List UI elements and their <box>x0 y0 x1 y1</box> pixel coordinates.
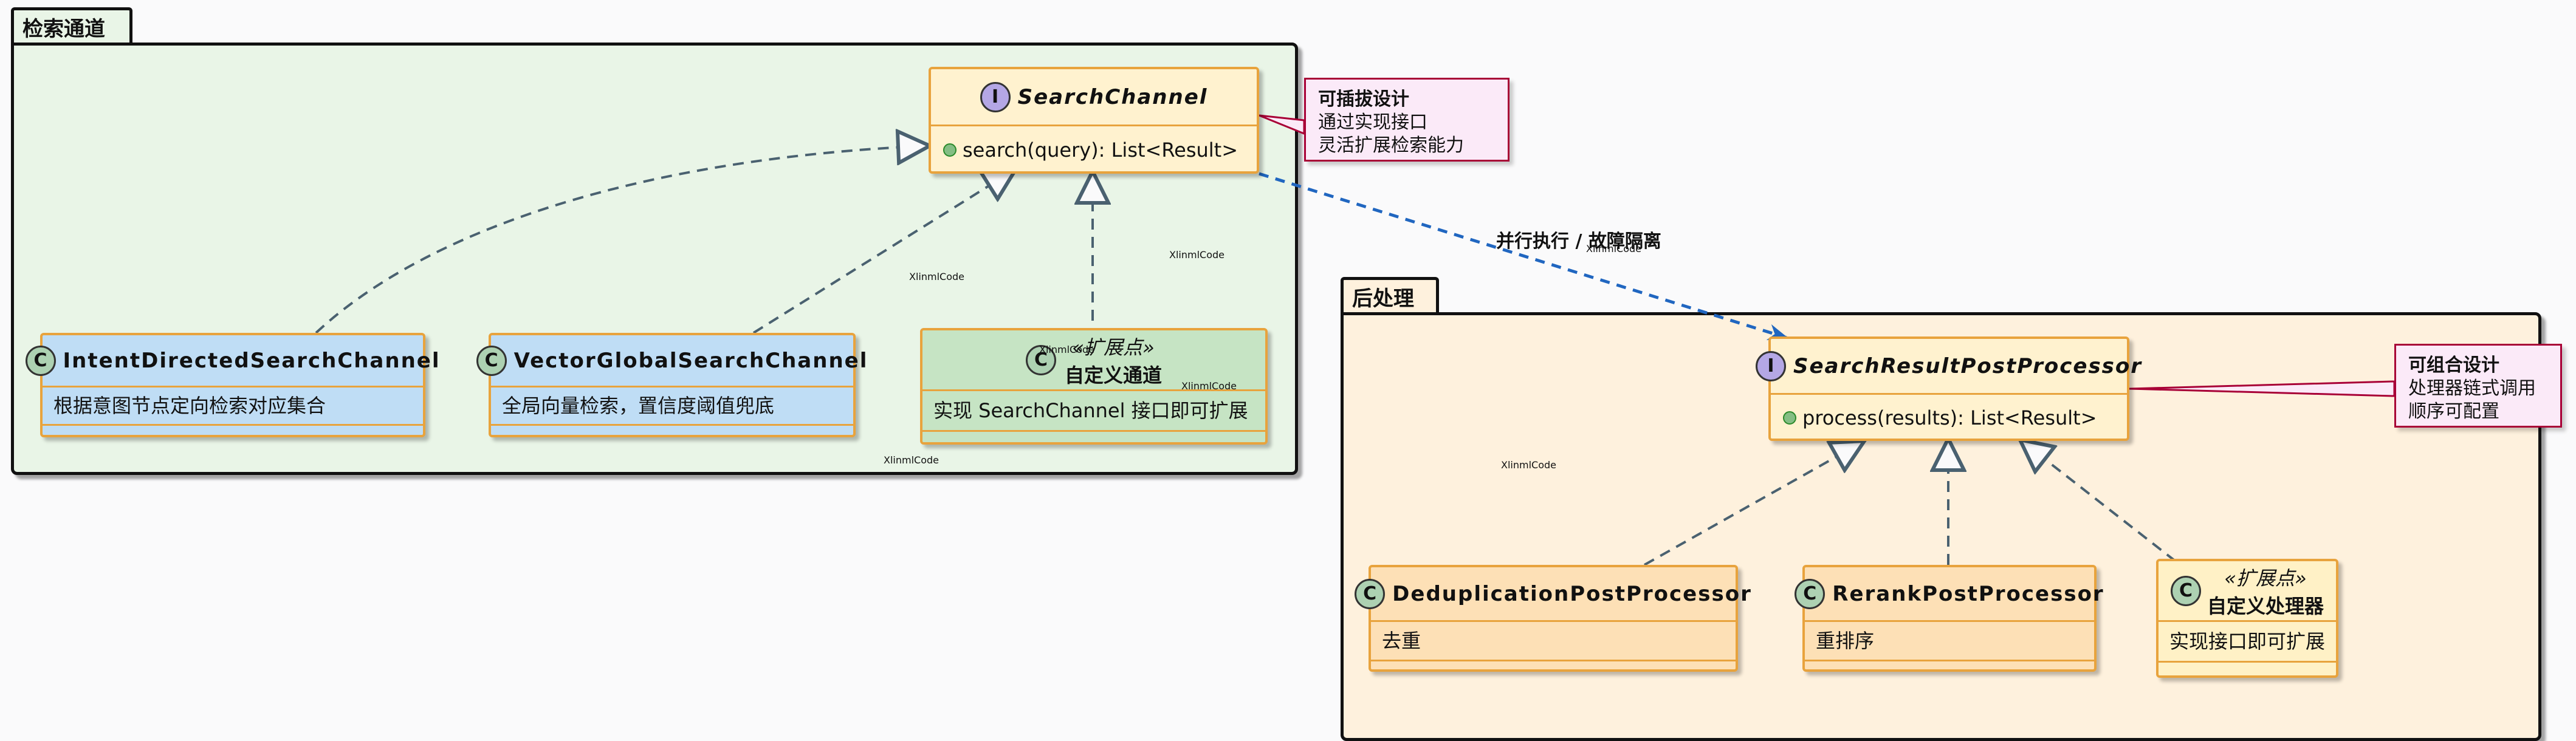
class-icon: C <box>1025 344 1056 375</box>
vector-channel-name: VectorGlobalSearchChannel <box>513 348 868 373</box>
artifact-label: XlinmlCode <box>1039 344 1094 355</box>
vector-channel-desc: 全局向量检索，置信度阈值兜底 <box>502 394 775 417</box>
class-icon: C <box>2170 575 2201 606</box>
note-composable-line2: 顺序可配置 <box>2408 401 2499 422</box>
class-icon: C <box>25 345 56 376</box>
package-retrieval-tab: 检索通道层 <box>11 7 132 72</box>
edges-layer <box>315 114 2396 566</box>
edge-label: 并行执行 / 故障隔离 <box>1496 231 1661 252</box>
artifact-label: XlinmlCode <box>1181 380 1237 392</box>
custom-processor-desc: 实现接口即可扩展 <box>2169 630 2326 653</box>
artifact-label: XlinmlCode <box>909 271 964 282</box>
edge-intent-to-searchchannel <box>315 146 930 334</box>
vector-global-search-channel[interactable]: C VectorGlobalSearchChannel 全局向量检索，置信度阈值… <box>476 333 867 437</box>
edge-searchchannel-to-postprocessor <box>1259 172 1789 340</box>
edge-customproc-to-postprocessor <box>2020 440 2177 562</box>
custom-channel-extension[interactable]: C «扩展点» 自定义通道 实现 SearchChannel 接口即可扩展 <box>920 328 1268 445</box>
rerank-desc: 重排序 <box>1816 629 1875 652</box>
note-pluggable-line2: 灵活扩展检索能力 <box>1318 135 1464 156</box>
dedup-desc: 去重 <box>1382 629 1421 652</box>
searchchannel-interface[interactable]: I SearchChannel search(query): List<Resu… <box>929 67 1259 174</box>
class-icon: C <box>1795 578 1826 609</box>
custom-processor-name: 自定义处理器 <box>2207 594 2324 618</box>
public-method-icon <box>1783 411 1796 425</box>
searchchannel-method: search(query): List<Result> <box>963 138 1238 162</box>
custom-channel-stereotype: «扩展点» <box>1072 335 1155 359</box>
postprocessor-method: process(results): List<Result> <box>1802 406 2097 429</box>
interface-icon: I <box>980 81 1011 112</box>
intent-channel-name: IntentDirectedSearchChannel <box>63 348 441 373</box>
note-pluggable-title: 可插拔设计 <box>1318 89 1409 110</box>
intent-channel-desc: 根据意图节点定向检索对应集合 <box>53 394 326 417</box>
search-result-postprocessor-interface[interactable]: I SearchResultPostProcessor process(resu… <box>1755 336 2141 441</box>
artifact-label: XlinmlCode <box>1169 249 1224 261</box>
interface-icon: I <box>1755 350 1786 381</box>
artifact-label: XlinmlCode <box>884 454 939 466</box>
class-icon: C <box>1355 578 1386 609</box>
dedup-name: DeduplicationPostProcessor <box>1392 581 1752 606</box>
note-pluggable: 可插拔设计 通过实现接口 灵活扩展检索能力 <box>1304 78 1510 162</box>
note-composable-connector <box>2129 380 2396 397</box>
searchchannel-name: SearchChannel <box>1017 84 1208 109</box>
deduplication-postprocessor[interactable]: C DeduplicationPostProcessor 去重 <box>1355 565 1751 672</box>
artifact-label: XlinmlCode <box>1586 243 1641 254</box>
custom-channel-desc: 实现 SearchChannel 接口即可扩展 <box>933 399 1248 422</box>
note-composable: 可组合设计 处理器链式调用 顺序可配置 <box>2394 344 2562 428</box>
postprocessor-name: SearchResultPostProcessor <box>1793 353 2143 378</box>
edge-dedup-to-postprocessor <box>1644 441 1864 566</box>
custom-processor-stereotype: «扩展点» <box>2224 566 2307 590</box>
rerank-postprocessor[interactable]: C RerankPostProcessor 重排序 <box>1795 565 2103 672</box>
edge-vector-to-searchchannel <box>752 169 1016 334</box>
artifact-label: XlinmlCode <box>1501 459 1556 471</box>
note-pluggable-line1: 通过实现接口 <box>1318 112 1427 133</box>
custom-channel-name: 自定义通道 <box>1064 363 1162 387</box>
custom-processor-extension[interactable]: C «扩展点» 自定义处理器 实现接口即可扩展 <box>2156 559 2338 678</box>
note-composable-line1: 处理器链式调用 <box>2408 378 2536 399</box>
note-pluggable-connector <box>1259 114 1305 135</box>
note-composable-title: 可组合设计 <box>2408 355 2499 376</box>
class-icon: C <box>476 345 507 376</box>
rerank-name: RerankPostProcessor <box>1832 581 2104 606</box>
public-method-icon <box>943 143 957 157</box>
intent-directed-search-channel[interactable]: C IntentDirectedSearchChannel 根据意图节点定向检索… <box>25 333 439 437</box>
